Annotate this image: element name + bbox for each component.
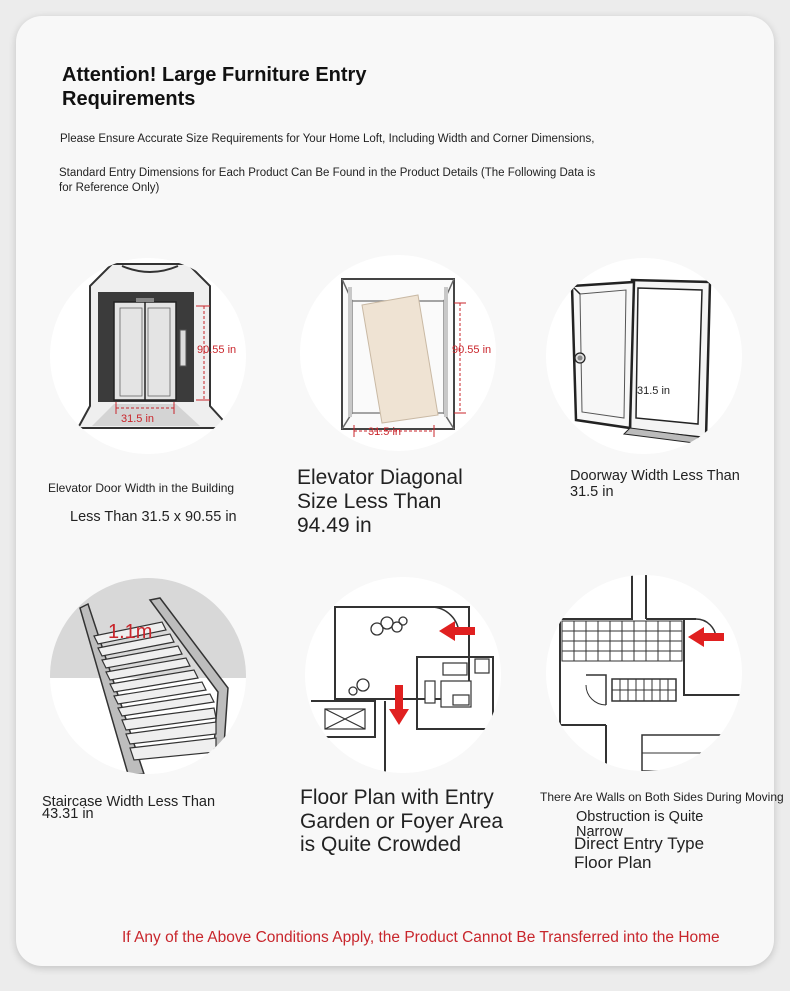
floor-plan-garden-illustration <box>305 577 501 773</box>
direct-entry-caption: Direct Entry Type Floor Plan <box>574 834 705 872</box>
floor-plan-garden-drawing <box>311 606 494 773</box>
elevator-door-drawing: 90.55 in 31.5 in <box>76 263 236 429</box>
direct-entry-obstruction-caption: Obstruction is Quite Narrow <box>576 809 704 840</box>
staircase-width-label: 1.1m <box>108 621 152 643</box>
elevator-diagonal-illustration: 90.55 in 31.5 in <box>300 255 496 451</box>
doorway-drawing: 31.5 in <box>570 278 712 445</box>
elevator-door-caption: Elevator Door Width in the Building <box>48 481 235 495</box>
staircase-illustration: 1.1m <box>50 578 246 774</box>
direct-entry-illustration <box>546 575 742 771</box>
elevator-door-illustration: 90.55 in 31.5 in <box>50 258 246 454</box>
doorway-caption: Doorway Width Less Than 31.5 in <box>570 468 740 500</box>
entry-arrow <box>688 627 724 647</box>
direct-entry-walls-caption: There Are Walls on Both Sides During Mov… <box>540 790 784 804</box>
staircase-caption: Staircase Width Less Than 43.31 in <box>42 794 216 822</box>
staircase-steps <box>93 621 217 761</box>
elevator-diagonal-height-label: 90.55 in <box>452 344 491 356</box>
staircase-drawing: 1.1m <box>50 578 246 774</box>
elevator-diagonal-caption: Elevator Diagonal Size Less Than 94.49 i… <box>297 466 463 537</box>
elevator-diagonal-drawing: 90.55 in 31.5 in <box>341 278 491 438</box>
furniture-blocks <box>324 658 490 730</box>
garden-plants <box>348 616 408 696</box>
direct-entry-drawing <box>559 575 742 771</box>
subtitle-reference-note: Standard Entry Dimensions for Each Produ… <box>59 167 596 194</box>
elevator-width-label: 31.5 in <box>121 413 154 425</box>
doorway-width-label: 31.5 in <box>637 385 670 397</box>
footer-warning: If Any of the Above Conditions Apply, th… <box>122 929 720 946</box>
doorway-illustration: 31.5 in <box>546 258 742 454</box>
floor-plan-garden-caption: Floor Plan with Entry Garden or Foyer Ar… <box>300 786 504 856</box>
elevator-door-size-caption: Less Than 31.5 x 90.55 in <box>70 509 237 525</box>
elevator-height-label: 90.55 in <box>197 344 236 356</box>
page-title: Attention! Large Furniture Entry Require… <box>62 64 367 110</box>
elevator-diagonal-width-label: 31.5 in <box>368 426 401 438</box>
info-card <box>16 16 774 966</box>
tiled-floor <box>561 620 723 771</box>
entry-arrows <box>389 621 475 725</box>
subtitle-size-requirements: Please Ensure Accurate Size Requirements… <box>60 133 595 145</box>
